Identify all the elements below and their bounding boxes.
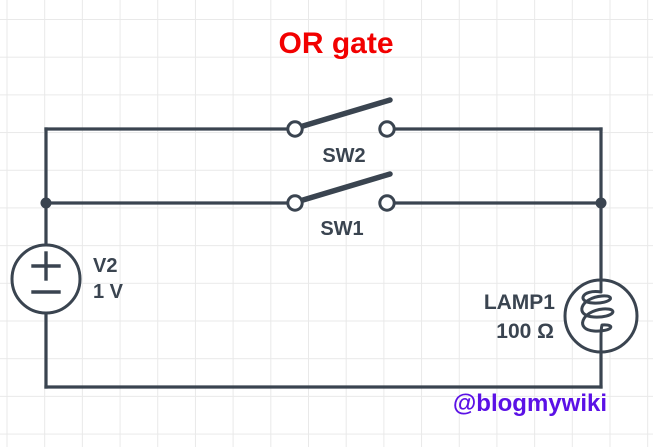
sw2-lever[interactable] xyxy=(300,97,393,129)
diagram-title: OR gate xyxy=(278,27,394,60)
sw1-right-terminal[interactable] xyxy=(378,194,396,212)
sw1-left-terminal[interactable] xyxy=(286,194,304,212)
sw2-left-terminal[interactable] xyxy=(286,120,304,138)
voltage-source-v2[interactable] xyxy=(10,243,82,315)
lamp-name: LAMP1 xyxy=(483,291,555,314)
switch-sw1[interactable] xyxy=(286,171,396,212)
sw2-right-terminal[interactable] xyxy=(378,120,396,138)
sw1-lever[interactable] xyxy=(300,171,393,203)
lamp-filament-icon xyxy=(580,278,615,354)
lamp-value: 100 Ω xyxy=(496,320,554,343)
junction-dot-right xyxy=(595,197,607,209)
lamp-lamp1[interactable] xyxy=(563,278,639,354)
switch-sw2[interactable] xyxy=(286,97,396,138)
junction-dot-left xyxy=(40,197,52,209)
sw2-label: SW2 xyxy=(322,145,366,167)
voltage-source-name: V2 xyxy=(93,255,118,277)
voltage-source-value: 1 V xyxy=(93,281,124,303)
sw1-label: SW1 xyxy=(320,218,364,240)
watermark-text: @blogmywiki xyxy=(452,390,607,417)
